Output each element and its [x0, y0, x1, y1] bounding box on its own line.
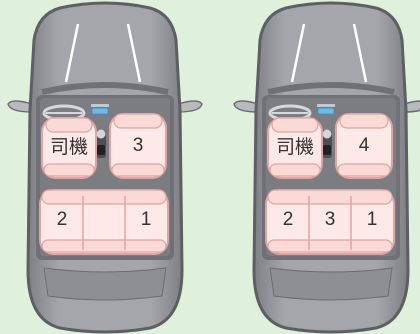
front-seat-driver: 司機 — [267, 117, 323, 179]
car-1: 司機 3 2 1 — [7, 1, 203, 334]
rear-seat-left-label: 2 — [57, 209, 68, 230]
right-mirror — [177, 100, 203, 113]
left-mirror — [233, 100, 259, 113]
right-mirror — [403, 100, 420, 113]
passenger-seat-label: 3 — [133, 135, 144, 156]
dashboard-display-icon — [317, 107, 335, 115]
dashboard-display-icon — [91, 107, 109, 115]
front-seat-passenger: 4 — [335, 113, 393, 179]
passenger-seat-label: 4 — [359, 135, 370, 156]
driver-seat-label: 司機 — [50, 136, 88, 158]
rear-bench: 2 3 1 — [265, 189, 395, 255]
dashboard-vent-icon — [91, 104, 109, 107]
rear-seat-left-label: 2 — [283, 209, 294, 230]
car-2: 司機 4 2 3 1 — [233, 1, 420, 334]
dashboard-vent-icon — [317, 104, 335, 107]
gear-shifter-icon — [96, 129, 106, 158]
rear-window — [269, 267, 393, 301]
driver-seat-label: 司機 — [276, 136, 314, 158]
windshield-line-left — [64, 23, 80, 83]
rear-window — [43, 267, 167, 301]
rear-seat-middle-label: 3 — [325, 209, 336, 230]
windshield-line-right — [352, 23, 368, 83]
gear-shifter-icon — [322, 129, 332, 158]
rear-seat-right-label: 1 — [141, 209, 152, 230]
windshield-line-right — [126, 23, 142, 83]
windshield-curve — [267, 82, 395, 95]
front-seat-passenger: 3 — [109, 113, 167, 179]
windshield-line-left — [290, 23, 306, 83]
front-seat-driver: 司機 — [41, 117, 97, 179]
rear-bench: 2 1 — [39, 189, 169, 255]
rear-seat-right-label: 1 — [367, 209, 378, 230]
windshield-curve — [41, 82, 169, 95]
left-mirror — [7, 100, 33, 113]
